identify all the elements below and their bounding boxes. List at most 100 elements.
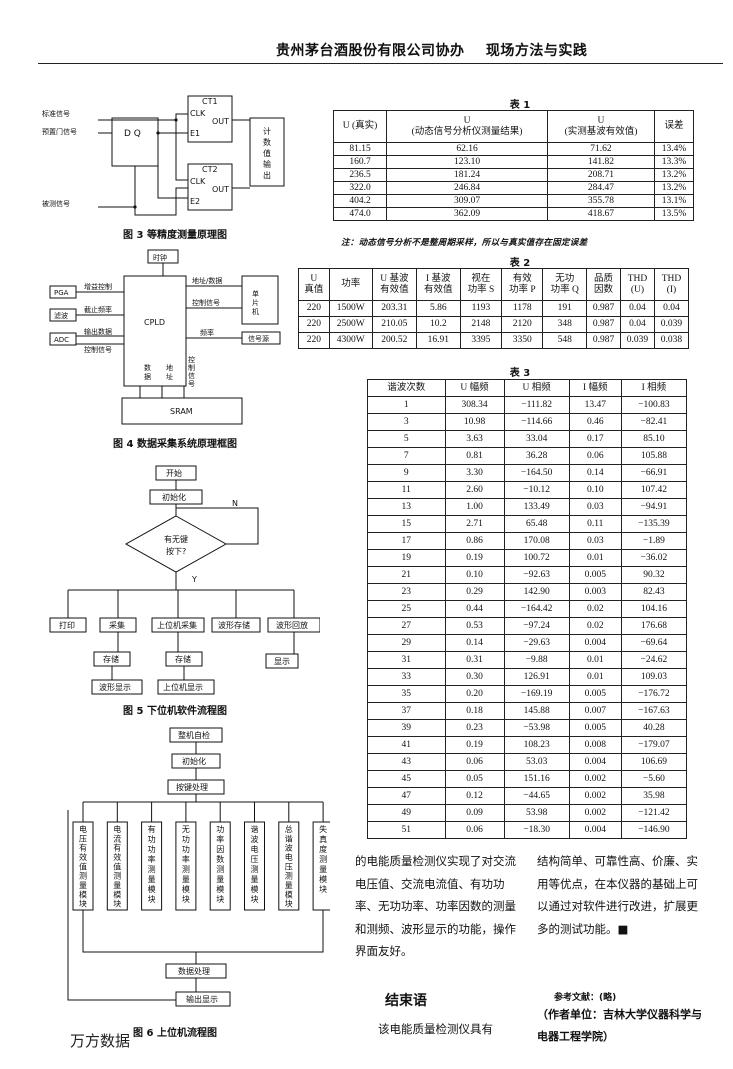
key-pressed-decision bbox=[124, 515, 228, 573]
author-unit: （作者单位：吉林大学仪器科学与电器工程学院） bbox=[537, 1008, 702, 1043]
header-org: 贵州茅台酒股份有限公司协办 bbox=[276, 43, 465, 59]
table-cell: 1193 bbox=[459, 300, 503, 317]
table-cell: −36.02 bbox=[620, 549, 688, 567]
table-cell: 5.86 bbox=[415, 300, 461, 317]
table-cell: 0.02 bbox=[568, 600, 622, 618]
header-cell: U 幅频 bbox=[444, 379, 505, 397]
sram-box bbox=[121, 397, 243, 425]
table-cell: 25 bbox=[367, 600, 446, 618]
output-data-label: 输出数据 bbox=[84, 327, 112, 336]
table-cell: −9.88 bbox=[503, 651, 570, 669]
mcu-char-1: 单 bbox=[252, 289, 259, 298]
table-cell: 220 bbox=[298, 332, 330, 349]
module-label-char: 功 bbox=[182, 834, 190, 844]
table-cell: −10.12 bbox=[503, 481, 570, 499]
module-label-char: 量 bbox=[113, 881, 121, 890]
table-1-caption: 表 1 bbox=[509, 100, 531, 111]
module-label-char: 量 bbox=[251, 875, 259, 884]
table-cell: 1.00 bbox=[444, 498, 505, 516]
table-cell: −164.50 bbox=[503, 464, 570, 482]
clock-label: 时钟 bbox=[153, 253, 167, 262]
v-data-char-1: 数 bbox=[144, 363, 151, 372]
table-cell: 81.15 bbox=[332, 142, 388, 156]
ct1-clk: CLK bbox=[190, 109, 206, 118]
mcu-char-3: 机 bbox=[252, 307, 259, 316]
module-label-char: 功 bbox=[216, 824, 224, 834]
module-label-char: 电 bbox=[285, 852, 293, 862]
table-cell: 0.038 bbox=[653, 332, 690, 349]
table-cell: 31 bbox=[367, 651, 446, 669]
table-cell: 21 bbox=[367, 566, 446, 584]
table-cell: 355.78 bbox=[546, 194, 656, 208]
module-label-char: 波 bbox=[285, 843, 293, 853]
decision-line-1: 有无键 bbox=[164, 534, 188, 544]
table-cell: −29.63 bbox=[503, 634, 570, 652]
module-label-char: 效 bbox=[79, 852, 87, 862]
table-cell: 13.2% bbox=[654, 168, 694, 182]
table-cell: 0.14 bbox=[568, 464, 622, 482]
table-cell: 0.987 bbox=[586, 332, 621, 349]
table-cell: 0.23 bbox=[444, 719, 505, 737]
module-label-char: 功 bbox=[148, 844, 156, 854]
body-text-column-2: 结构简单、可靠性高、价廉、实用等优点，在本仪器的基础上可以通过对软件进行改进，扩… bbox=[537, 854, 698, 936]
table-cell: 0.06 bbox=[568, 447, 622, 465]
print-box bbox=[49, 617, 87, 633]
module-label-char: 模 bbox=[79, 889, 87, 899]
module-label-char: 压 bbox=[79, 834, 87, 843]
table-cell: −169.19 bbox=[503, 685, 570, 703]
header-cell: U (真实) bbox=[332, 110, 388, 143]
table-cell: 47 bbox=[367, 787, 446, 805]
table-cell: −53.98 bbox=[503, 719, 570, 737]
table-cell: 0.04 bbox=[619, 300, 655, 317]
figure-3-caption: 图 3 等精度测量原理图 bbox=[123, 230, 227, 241]
table-cell: 36.28 bbox=[503, 447, 570, 465]
table-cell: 29 bbox=[367, 634, 446, 652]
table-cell: −135.39 bbox=[620, 515, 688, 533]
table-cell: 62.16 bbox=[386, 142, 548, 156]
module-box bbox=[312, 821, 330, 911]
table-cell: 105.88 bbox=[620, 447, 688, 465]
key-handling-label: 按键处理 bbox=[176, 782, 208, 792]
module-label-char: 总 bbox=[285, 824, 293, 834]
table-cell: 0.10 bbox=[568, 481, 622, 499]
table-cell: 0.005 bbox=[568, 566, 622, 584]
module-label-char: 值 bbox=[113, 861, 121, 871]
module-label-char: 块 bbox=[148, 894, 156, 904]
table-cell: 19 bbox=[367, 549, 446, 567]
header-cell: 品质因数 bbox=[586, 268, 621, 301]
table-cell: 41 bbox=[367, 736, 446, 754]
table-cell: 151.16 bbox=[503, 770, 570, 788]
figure-6-flowchart: 电压有效值测量模块电流有效值测量模块有功功率测量模块无功功率测量模块功率因数测量… bbox=[67, 727, 330, 1007]
adc-label: ADC bbox=[54, 336, 69, 344]
table-cell: 0.01 bbox=[568, 668, 622, 686]
start-label: 开始 bbox=[166, 468, 182, 478]
module-label-char: 量 bbox=[216, 875, 224, 884]
table-cell: 474.0 bbox=[332, 207, 388, 221]
table-cell: 0.10 bbox=[444, 566, 505, 584]
table-cell: −69.64 bbox=[620, 634, 688, 652]
table-cell: −97.24 bbox=[503, 617, 570, 635]
table-cell: 10.98 bbox=[444, 413, 505, 431]
figure-4-diagram: 时钟 CPLD PGA 滤波 ADC 单 片 机 信号源 SRAM 增益控制 截… bbox=[49, 249, 281, 425]
module-label-char: 失 bbox=[319, 824, 327, 834]
init-label: 初始化 bbox=[162, 492, 186, 502]
table-cell: 9 bbox=[367, 464, 446, 482]
table-cell: −146.90 bbox=[620, 821, 688, 839]
module-label-char: 块 bbox=[319, 884, 327, 894]
sram-label: SRAM bbox=[170, 407, 193, 416]
store-label-2: 存储 bbox=[175, 654, 191, 664]
table-cell: 0.005 bbox=[568, 685, 622, 703]
module-label-char: 测 bbox=[285, 872, 293, 881]
collect-label: 采集 bbox=[109, 620, 125, 630]
module-label-char: 测 bbox=[251, 865, 259, 874]
table-cell: 39 bbox=[367, 719, 446, 737]
table-cell: 90.32 bbox=[620, 566, 688, 584]
